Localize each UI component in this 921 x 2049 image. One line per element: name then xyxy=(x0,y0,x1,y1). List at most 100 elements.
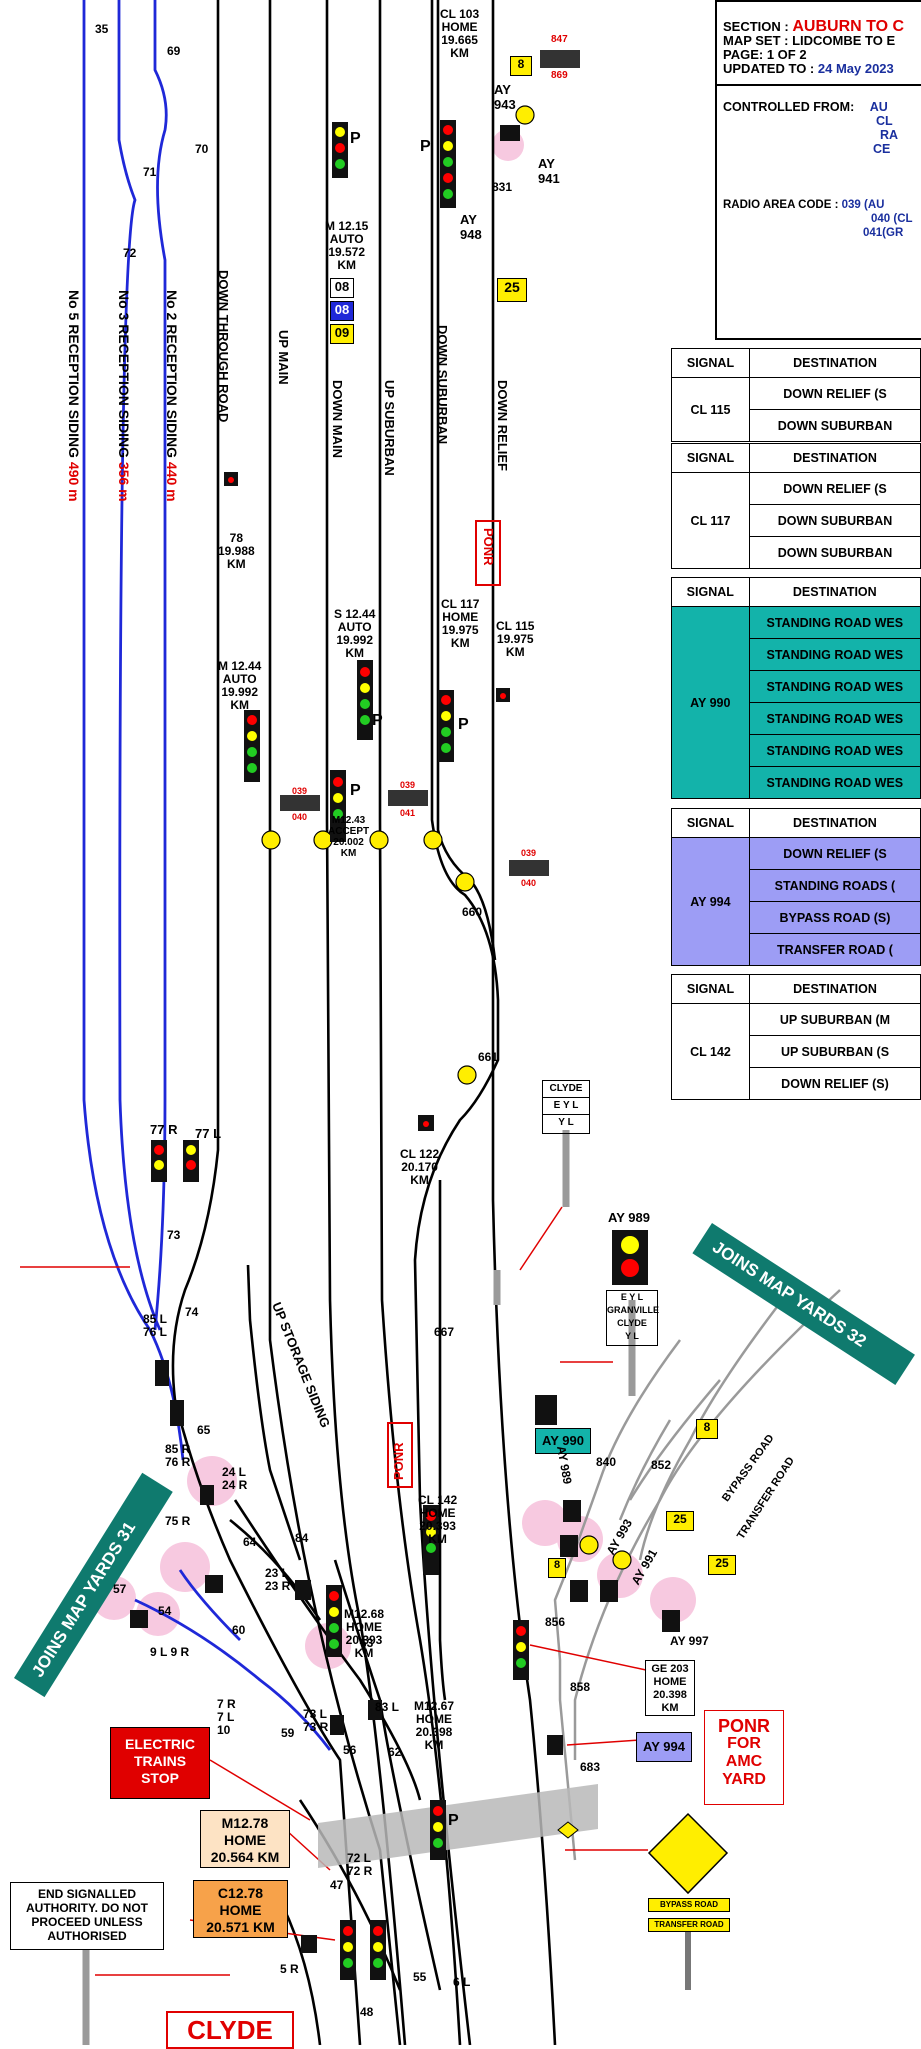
page-number: PAGE: 1 OF 2 xyxy=(723,47,807,62)
p-marker-1: P xyxy=(350,130,361,147)
p-marker-6: P xyxy=(448,1812,459,1829)
point-69: 69 xyxy=(167,44,181,58)
radio-3: 041(GR xyxy=(863,227,904,239)
point-48: 48 xyxy=(360,2005,374,2019)
track-label-no5: No 5 RECEPTION SIDING 490 m xyxy=(66,290,82,502)
point-660: 660 xyxy=(462,905,483,919)
speed-tag-25: 25 xyxy=(497,278,527,302)
track-label-down-main: DOWN MAIN xyxy=(330,380,345,458)
point-831: 831 xyxy=(492,180,513,194)
yard-tracks xyxy=(553,1289,841,1861)
ponr-box-lower: PONR xyxy=(387,1422,413,1488)
point-47: 47 xyxy=(330,1878,344,1892)
ay990-box: AY 990 xyxy=(535,1428,591,1454)
point-840: 840 xyxy=(596,1455,617,1469)
updated-label: UPDATED TO : xyxy=(723,61,815,76)
label-77l: 77 L xyxy=(195,1126,222,1141)
point-683: 683 xyxy=(580,1760,601,1774)
speed-tag-8b: 8 xyxy=(696,1419,718,1439)
ponr-box-upper: PONR xyxy=(475,520,501,586)
p-marker-4: P xyxy=(350,782,361,799)
label-ay989-top: AY 989 xyxy=(608,1210,650,1225)
updated-value: 24 May 2023 xyxy=(817,61,894,76)
track-label-down-suburban: DOWN SUBURBAN xyxy=(435,325,450,445)
label-6l: 6 L xyxy=(453,1975,471,1989)
point-852: 852 xyxy=(651,1458,672,1472)
signal-heads xyxy=(151,120,648,1980)
radio-2: 040 (CL xyxy=(871,213,913,225)
route-signal: CL 115 xyxy=(671,377,750,442)
route-signal: CL 142 xyxy=(671,1003,750,1100)
radio-040-b: 040 xyxy=(521,878,537,888)
track-label-down-through: DOWN THROUGH ROAD xyxy=(216,270,231,423)
point-60: 60 xyxy=(232,1623,246,1637)
transfer-road-plate: TRANSFER ROAD xyxy=(648,1918,730,1932)
point-54: 54 xyxy=(158,1604,172,1618)
point-70: 70 xyxy=(195,142,209,156)
radio-869: 869 xyxy=(551,70,568,81)
radio-041: 041 xyxy=(400,808,416,818)
running-lines xyxy=(171,0,557,2045)
overbridge xyxy=(318,1784,598,1868)
track-label-up-main: UP MAIN xyxy=(276,330,291,385)
ay994-box: AY 994 xyxy=(636,1732,692,1762)
speed-tag-25c: 25 xyxy=(708,1555,736,1575)
point-858: 858 xyxy=(570,1680,591,1694)
label-9l-9r: 9 L 9 R xyxy=(150,1645,190,1659)
bypass-diamond-sign xyxy=(647,1812,729,1895)
point-56: 56 xyxy=(343,1743,357,1757)
label-ay997: AY 997 xyxy=(670,1634,709,1648)
point-661: 661 xyxy=(478,1050,499,1064)
point-markers xyxy=(261,105,632,1570)
controlled-1: AU xyxy=(869,100,888,114)
point-59: 59 xyxy=(281,1726,295,1740)
point-84: 84 xyxy=(295,1531,309,1545)
shunt-signals xyxy=(130,125,680,1953)
point-63: 63 xyxy=(360,1636,374,1650)
point-62: 62 xyxy=(388,1745,402,1759)
label-5r: 5 R xyxy=(280,1962,299,1976)
track-label-no2: No 2 RECEPTION SIDING 440 m xyxy=(164,290,180,502)
radio-040-a: 040 xyxy=(292,812,308,822)
radio-1: 039 (AU xyxy=(841,199,885,211)
board-08-white: 08 xyxy=(330,278,354,298)
point-74: 74 xyxy=(185,1305,199,1319)
radio-units xyxy=(280,50,580,876)
section-value: AUBURN TO C xyxy=(792,18,905,35)
point-72: 72 xyxy=(123,246,137,260)
board-09-yellow: 09 xyxy=(330,324,354,344)
point-64: 64 xyxy=(243,1535,257,1549)
point-55: 55 xyxy=(413,1970,427,1984)
